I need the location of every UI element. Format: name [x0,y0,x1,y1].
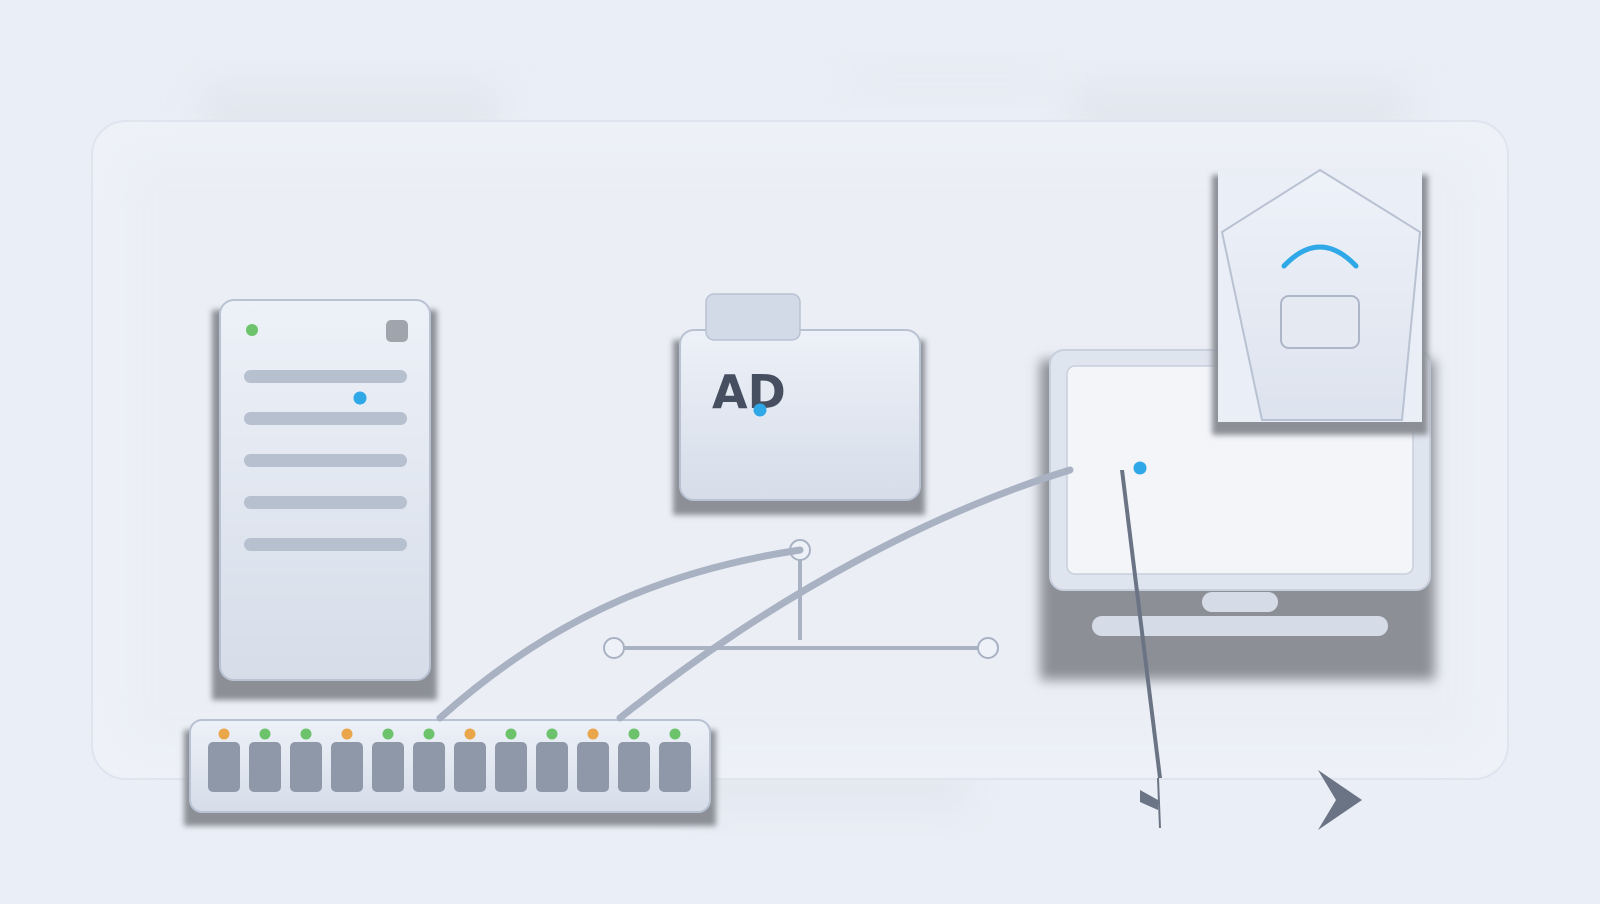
switch-port [290,742,322,792]
switch-port [659,742,691,792]
server-bay [244,370,407,383]
server-bay [244,496,407,509]
switch-port-led [218,728,230,740]
cable-switch-to-directory [436,546,804,722]
switch-port-led [505,728,517,740]
cable-switch-to-workstation [616,466,1074,722]
network-bus [603,539,999,659]
workstation-status-dot [1133,461,1147,475]
directory-label: AD [712,365,786,419]
switch-port [495,742,527,792]
switch-port-led [464,728,476,740]
switch-port [577,742,609,792]
switch-port [372,742,404,792]
wifi-arc [1281,244,1359,269]
server-bay [244,412,407,425]
switch-port [536,742,568,792]
switch-port [208,742,240,792]
bus-endpoint-left [603,637,625,659]
arrow-left-icon [1140,790,1158,810]
switch-port-led [669,728,681,740]
lock-body [1280,295,1360,349]
pointer-line [1120,470,1162,778]
server-bay [244,538,407,551]
network-switch-icon [184,719,716,826]
switch-port [331,742,363,792]
switch-port [249,742,281,792]
switch-port-led [587,728,599,740]
server-status-dot [353,391,367,405]
switch-port [454,742,486,792]
arrow-right-icon [1318,770,1362,830]
directory-status-dot [753,403,767,417]
shield-lock-icon [1212,168,1428,435]
folder-icon: AD [673,293,925,515]
switch-port-led [300,728,312,740]
server-tower-icon [212,299,437,700]
switch-port-led [259,728,271,740]
switch-port-led [628,728,640,740]
switch-port-led [341,728,353,740]
server-bay [244,454,407,467]
switch-port-led [546,728,558,740]
server-power-led [246,324,258,336]
folder-tab [705,293,801,341]
bus-endpoint-right [977,637,999,659]
switch-port [618,742,650,792]
server-button [386,320,408,342]
switch-ports [208,728,691,792]
laptop-base [1092,616,1388,636]
switch-port-led [423,728,435,740]
switch-port-led [382,728,394,740]
switch-port [413,742,445,792]
laptop-hinge [1202,592,1278,612]
